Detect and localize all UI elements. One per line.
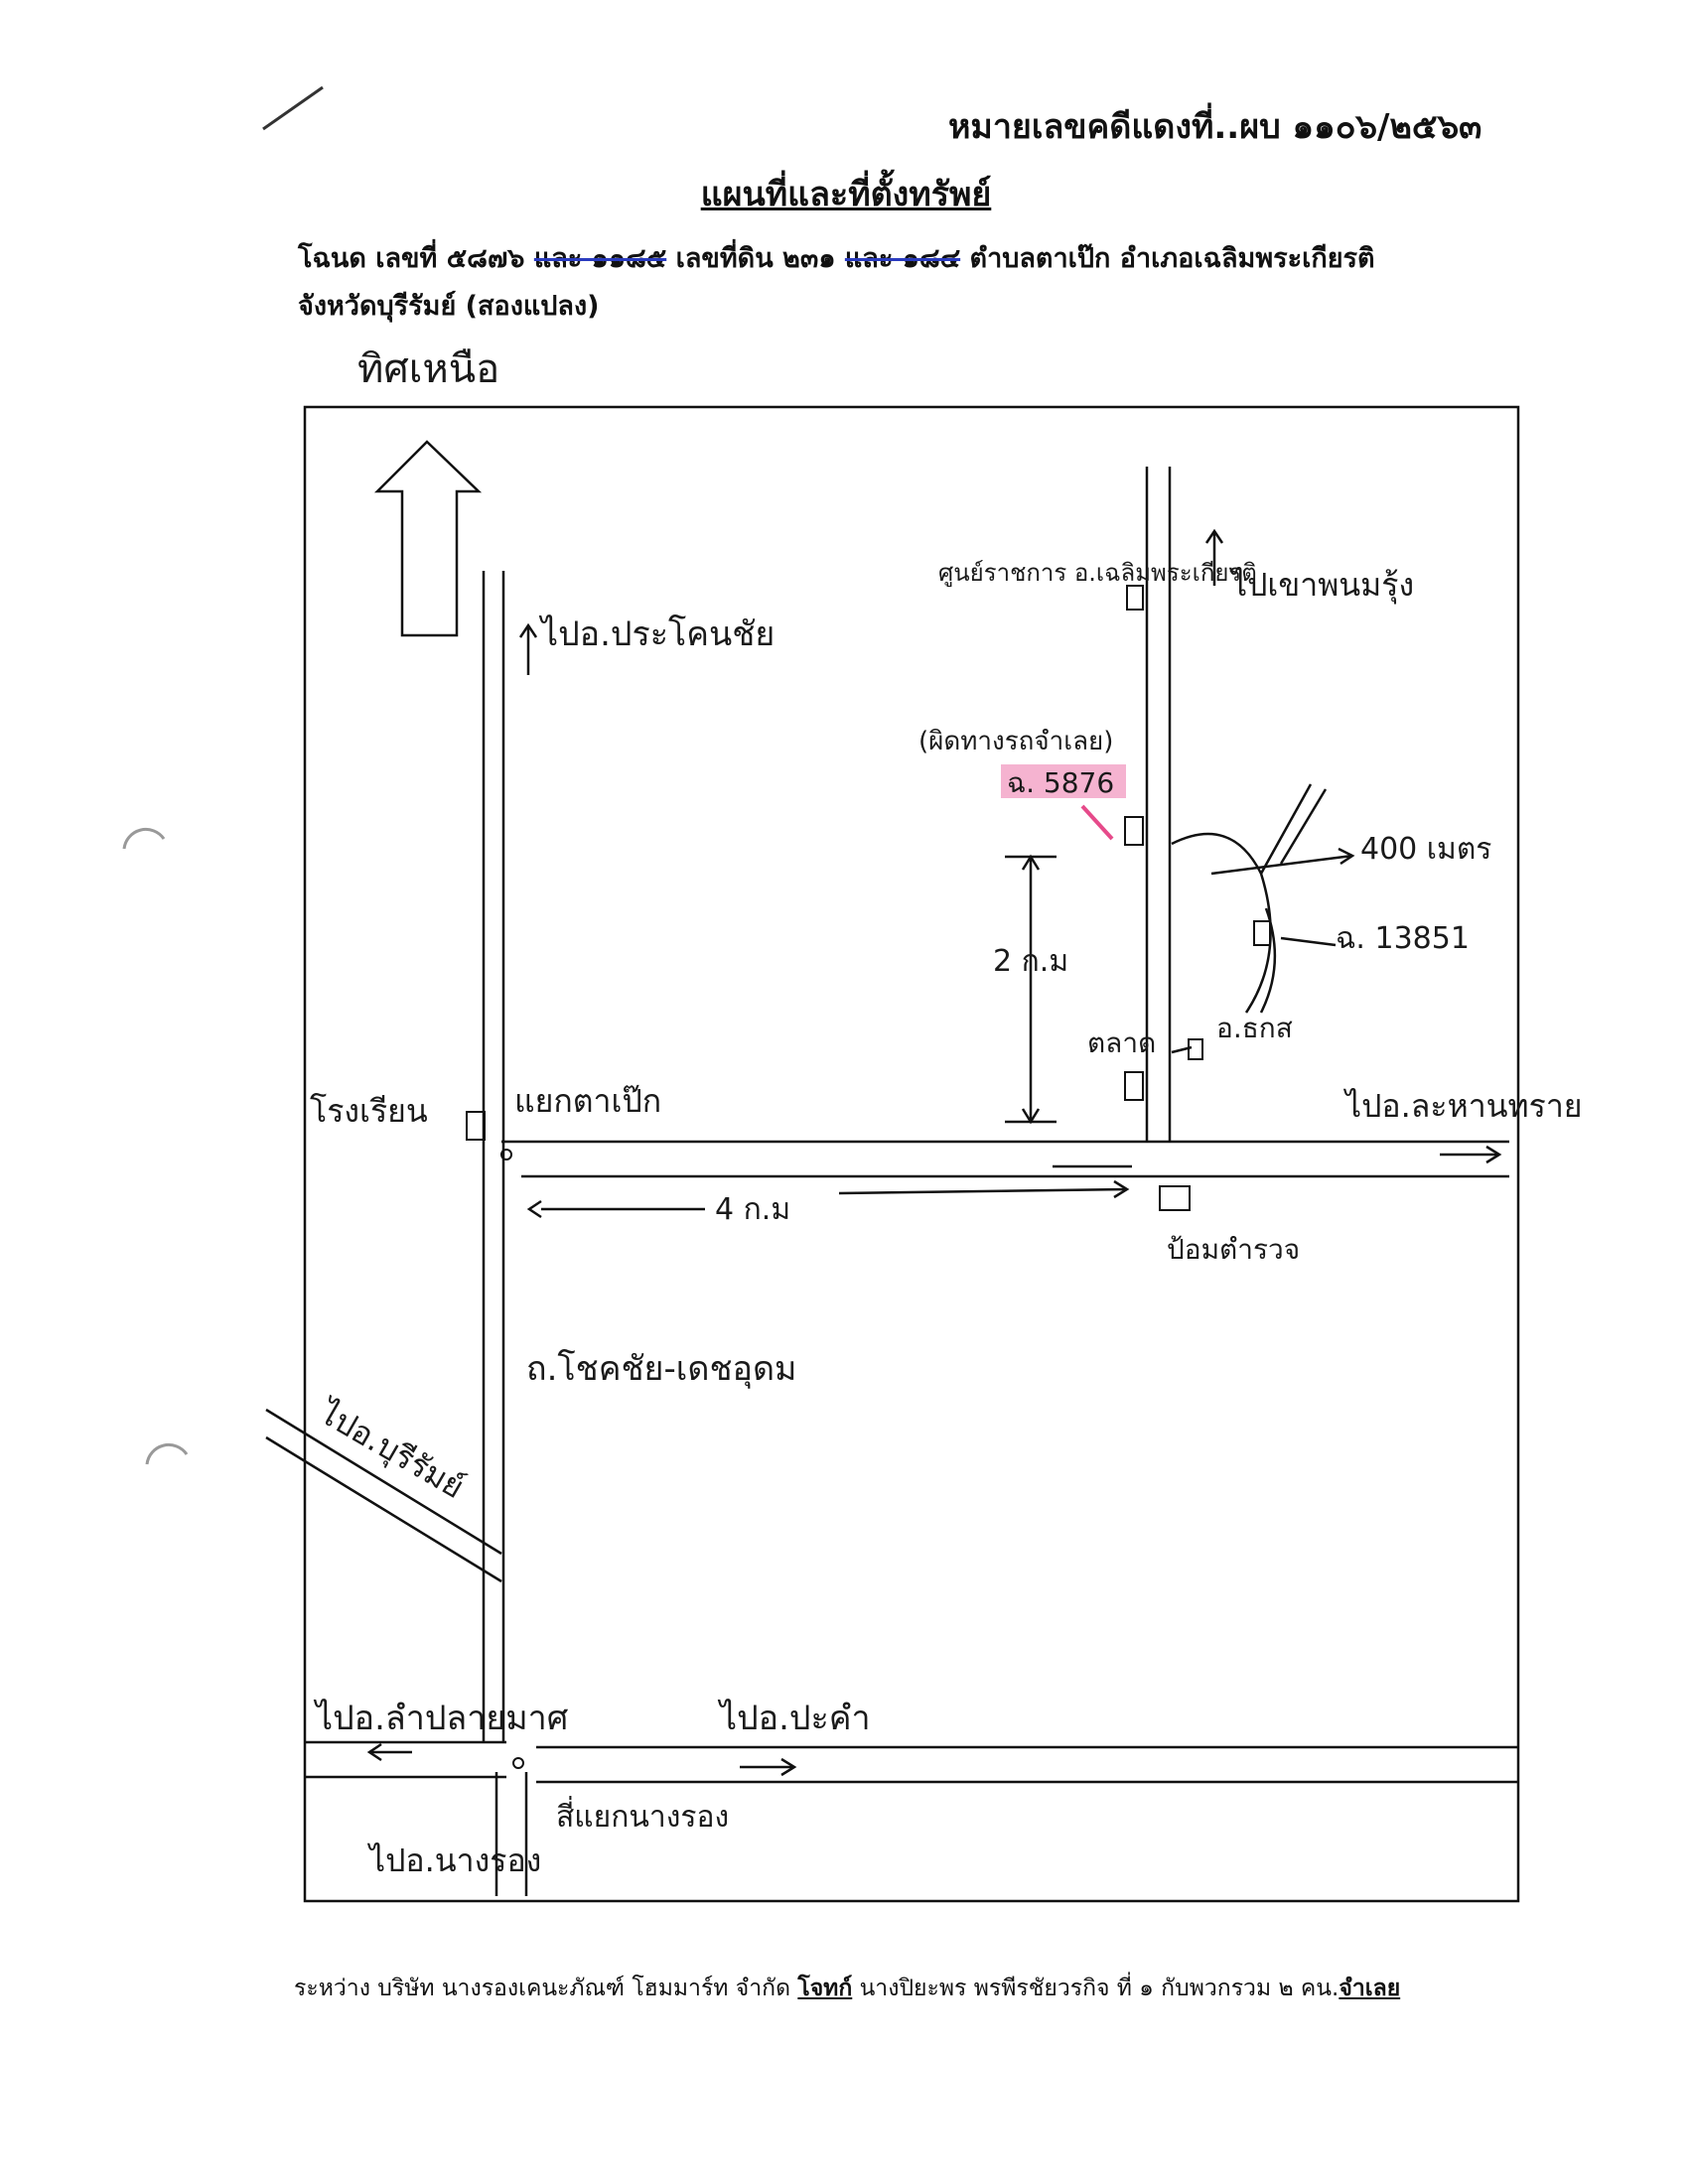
police-marker xyxy=(1159,1185,1191,1211)
arrow-icon xyxy=(1171,1045,1193,1054)
map-frame xyxy=(303,405,1520,1903)
parcel-pointer xyxy=(1080,804,1114,841)
arrow-icon xyxy=(366,1742,382,1762)
deed-label: โฉนด เลขที่ ๕๘๗๖ xyxy=(298,243,525,274)
label-nang-rong-intersection: สี่แยกนางรอง xyxy=(556,1796,729,1835)
label-police: ป้อมตำรวจ xyxy=(1167,1233,1300,1266)
case-number: หมายเลขคดีแดงที่..ผบ ๑๑๐๖/๒๕๖๓ xyxy=(948,107,1482,147)
arrow-icon xyxy=(1485,1145,1502,1164)
road-edge xyxy=(1259,907,1277,1014)
intersection-marker xyxy=(500,1149,512,1160)
arrow-icon xyxy=(1204,528,1224,544)
label-to-lahan-sai: ไปอ.ละหานทราย xyxy=(1342,1087,1583,1125)
deed-line: โฉนด เลขที่ ๕๘๗๖ และ ๑๑๘๕ เลขที่ดิน ๒๓๑ … xyxy=(298,236,1375,279)
footer-defendant: จำเลย xyxy=(1339,1976,1401,2001)
land-struck: และ ๑๘๔ xyxy=(844,243,961,274)
parcel-highlight xyxy=(1001,764,1126,798)
label-bank: อ.ธกส xyxy=(1216,1012,1293,1044)
label-to-buriram: ไปอ.บุรีรัมย์ xyxy=(311,1393,471,1507)
label-4km: 4 ก.ม xyxy=(715,1192,790,1227)
label-2km: 2 ก.ม xyxy=(993,944,1068,979)
label-to-khao-phanom-rung: ไปเขาพนมรุ้ง xyxy=(1228,566,1414,605)
label-intersection: แยกตาเป๊ก xyxy=(514,1082,661,1120)
location: ตำบลตาเป๊ก อำเภอเฉลิมพระเกียรติ xyxy=(969,243,1375,274)
arrow-icon xyxy=(780,1757,797,1777)
road-edge xyxy=(265,1408,502,1556)
label-to-prakhon-chai: ไปอ.ประโคนชัย xyxy=(538,614,775,654)
school-marker xyxy=(466,1111,486,1141)
arrow-icon xyxy=(1113,1179,1130,1199)
road-edge xyxy=(1259,783,1313,875)
footer-text: ระหว่าง บริษัท นางรองเคนะภัณฑ์ โฮมมาร์ท … xyxy=(294,1976,798,2001)
label-400m: 400 เมตร xyxy=(1360,832,1491,867)
label-to-nang-rong: ไปอ.นางรอง xyxy=(366,1842,541,1879)
footer-middle: นางปิยะพร พรพีรชัยวรกิจ ที่ ๑ กับพวกรวม … xyxy=(852,1976,1340,2001)
footer: ระหว่าง บริษัท นางรองเคนะภัณฑ์ โฮมมาร์ท … xyxy=(294,1971,1400,2006)
label-road-name: ถ.โชคชัย-เดชอุดม xyxy=(526,1349,796,1389)
health-center-marker xyxy=(1126,585,1144,611)
punch-hole-mark xyxy=(122,828,166,850)
label-to-prakham: ไปอ.ปะคำ xyxy=(717,1699,871,1738)
market-marker xyxy=(1124,1071,1144,1101)
label-property-owner: (ผิดทางรถจำเลย) xyxy=(918,727,1113,756)
north-label: ทิศเหนือ xyxy=(357,346,499,392)
parcel-marker xyxy=(1253,920,1271,946)
arrow-icon xyxy=(1280,936,1337,947)
label-to-lam-plai-mat: ไปอ.ลำปลายมาศ xyxy=(313,1699,569,1738)
page-title: แผนที่และที่ตั้งทรัพย์ xyxy=(700,175,992,214)
label-health-center: ศูนย์ราชการ อ.เฉลิมพระเกียรติ xyxy=(938,559,1257,588)
land-label: เลขที่ดิน ๒๓๑ xyxy=(675,243,836,274)
dimension-line xyxy=(838,1187,1128,1195)
arrow-icon xyxy=(518,622,538,638)
arrow-icon xyxy=(1338,847,1355,866)
road-edge xyxy=(1171,832,1272,1014)
road-edge xyxy=(265,1435,502,1583)
road-edge xyxy=(1279,788,1328,865)
label-parcel-main: ฉ. 5876 xyxy=(1007,766,1114,799)
label-parcel-second: ฉ. 13851 xyxy=(1336,921,1470,956)
label-market: ตลาด xyxy=(1087,1026,1156,1059)
deed-struck: และ ๑๑๘๕ xyxy=(533,243,667,274)
scan-mark xyxy=(262,85,324,131)
province-line: จังหวัดบุรีรัมย์ (สองแปลง) xyxy=(298,291,600,322)
punch-hole-mark xyxy=(145,1443,189,1465)
arrow-icon xyxy=(1210,854,1353,876)
intersection-marker xyxy=(512,1757,524,1769)
north-arrow-icon xyxy=(373,440,483,637)
label-school: โรงเรียน xyxy=(310,1092,428,1130)
footer-plaintiff: โจทก์ xyxy=(797,1976,853,2001)
bank-marker xyxy=(1188,1038,1203,1060)
arrow-icon xyxy=(526,1199,542,1219)
parcel-marker xyxy=(1124,816,1144,846)
